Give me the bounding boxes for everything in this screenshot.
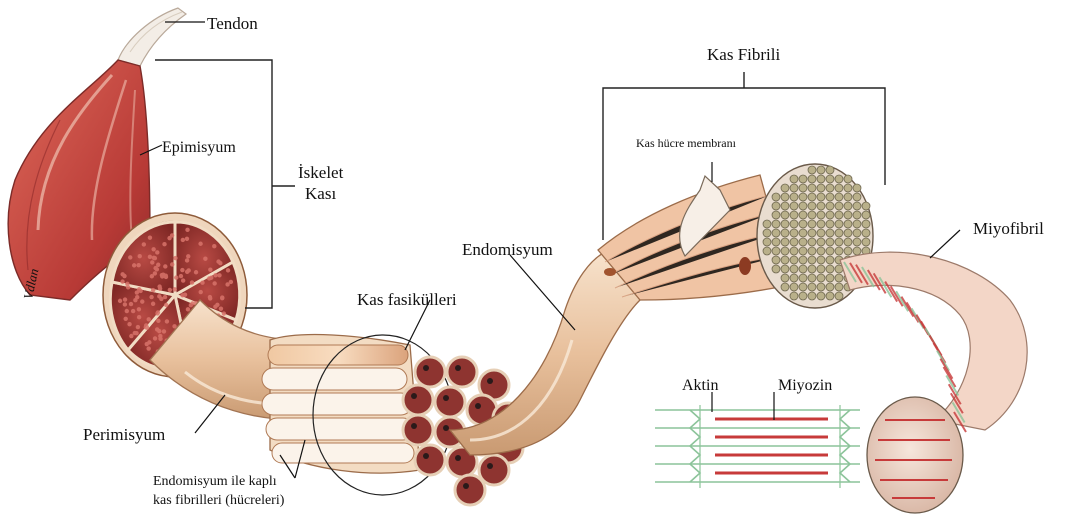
skeletal-muscle-illustration: Vdlan bbox=[8, 8, 300, 420]
sarcomere-filaments bbox=[655, 405, 860, 488]
myofibril-end bbox=[867, 397, 963, 513]
label-miyofibril: Miyofibril bbox=[973, 219, 1044, 238]
fiber-tubes bbox=[262, 345, 414, 463]
label-tendon: Tendon bbox=[207, 14, 258, 33]
label-kasi: Kası bbox=[305, 184, 336, 203]
label-epimisyum: Epimisyum bbox=[162, 139, 236, 156]
endomysium-sheath-illustration bbox=[450, 164, 873, 455]
label-perimisyum: Perimisyum bbox=[83, 425, 165, 444]
label-kas-fibrili: Kas Fibrili bbox=[707, 45, 780, 64]
label-iskelet: İskelet bbox=[298, 163, 344, 182]
label-endomisyum-kapli-1: Endomisyum ile kaplı bbox=[153, 474, 277, 489]
label-aktin: Aktin bbox=[682, 377, 718, 394]
label-endomisyum: Endomisyum bbox=[462, 240, 553, 259]
label-kas-fasikulleri: Kas fasikülleri bbox=[357, 290, 457, 309]
fascicle-bundle-illustration bbox=[262, 335, 523, 505]
label-kas-hucre-membrani: Kas hücre membranı bbox=[636, 136, 737, 150]
label-miyozin: Miyozin bbox=[778, 377, 832, 394]
label-endomisyum-kapli-2: kas fibrilleri (hücreleri) bbox=[153, 493, 285, 508]
